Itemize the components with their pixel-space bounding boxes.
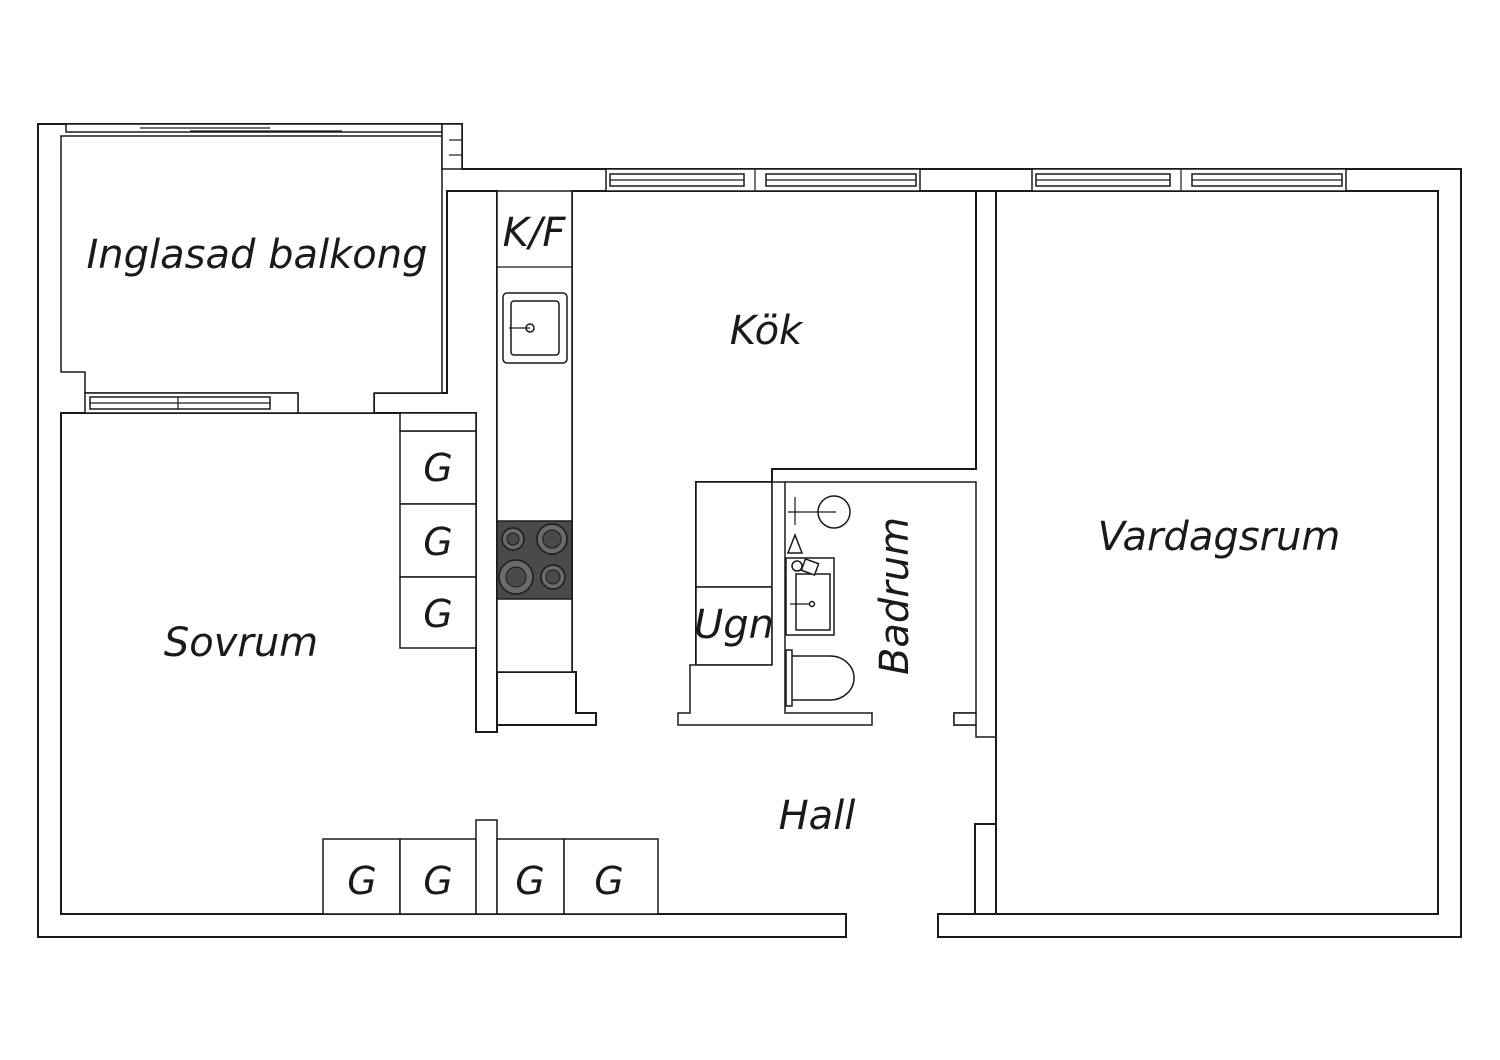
label-balcony: Inglasad balkong [86, 232, 427, 278]
bedroom-closets [399, 412, 477, 649]
closet-label: G [594, 859, 623, 903]
closet-label: G [515, 859, 544, 903]
closet-label: G [423, 520, 452, 564]
kitchen-counter [496, 190, 573, 673]
bedroom-window [84, 392, 299, 414]
stove [496, 520, 573, 600]
label-kitchen: Kök [730, 308, 804, 354]
closet-labels: G G G G G G G [347, 446, 623, 903]
label-living-room: Vardagsrum [1098, 514, 1341, 560]
label-bathroom: Badrum [872, 517, 918, 675]
closet-label: G [423, 592, 452, 636]
label-hall: Hall [779, 793, 856, 839]
bathroom-fixtures [785, 495, 855, 707]
closet-label: G [347, 859, 376, 903]
hall-closets [322, 819, 659, 915]
room-labels: Inglasad balkong K/F Kök Ugn Badrum Vard… [86, 210, 1340, 839]
bathroom-walls [785, 481, 996, 738]
label-bedroom: Sovrum [164, 620, 318, 666]
living-windows [1031, 168, 1347, 192]
label-oven: Ugn [694, 602, 774, 648]
balcony-top-window [65, 123, 463, 170]
label-fridge: K/F [503, 210, 567, 256]
closet-label: G [423, 446, 452, 490]
oven-unit [677, 481, 873, 726]
kitchen-windows [605, 168, 921, 192]
closet-label: G [423, 859, 452, 903]
